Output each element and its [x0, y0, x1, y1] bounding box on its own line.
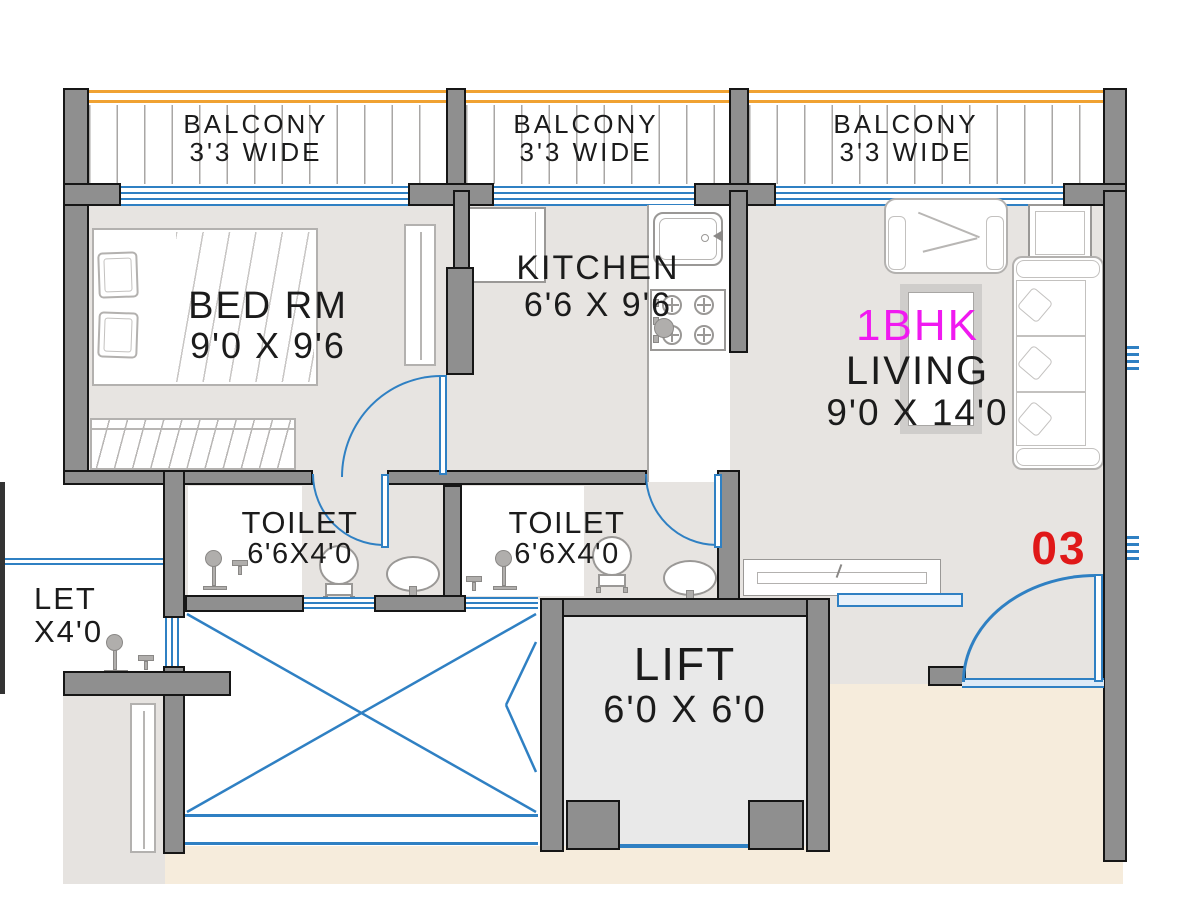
- unit-type-label: 1BHK: [856, 301, 979, 350]
- lift-door-sill: [620, 844, 748, 848]
- shower-icon: [493, 550, 529, 596]
- wall: [1103, 88, 1127, 192]
- entry-door-leaf-icon: [1094, 574, 1103, 682]
- balcony-parapet-line: [72, 90, 1120, 103]
- wall-column: [446, 267, 474, 375]
- toilet-1-door-leaf-icon: [381, 474, 389, 548]
- coffee-table-icon: [900, 284, 982, 434]
- adjacent-toilet-label-fragment: LET X4'0: [34, 581, 104, 650]
- toilet-2-wetarea: [462, 486, 584, 596]
- toilet-1-label: TOILET 6'6X4'0: [241, 505, 359, 571]
- cut-wall-edge: [0, 482, 5, 694]
- toilet-1-vent-icon: [302, 597, 374, 610]
- lift-door-jamb: [748, 800, 804, 850]
- wall-vent-hatch-icon: [1127, 536, 1139, 562]
- tap-icon: [466, 576, 486, 592]
- blanket-icon: [176, 232, 314, 382]
- wall: [185, 595, 304, 612]
- wall: [163, 470, 185, 618]
- wall: [374, 595, 466, 612]
- toilet-2-door-leaf-icon: [714, 474, 722, 548]
- dresser-icon: [404, 224, 436, 366]
- balcony-2-railing: [466, 105, 729, 184]
- wall: [729, 190, 748, 353]
- stove-icon: [650, 289, 726, 351]
- wardrobe-icon: [90, 418, 296, 470]
- lift-label: LIFT 6'0 X 6'0: [603, 638, 767, 731]
- balcony-1-railing: [89, 105, 446, 184]
- toilet-2-label: TOILET 6'6X4'0: [508, 505, 626, 571]
- wall-vent-hatch-icon: [1127, 346, 1139, 374]
- toilet-1-wetarea: [188, 486, 302, 596]
- sink-icon: [653, 212, 723, 266]
- wall: [163, 666, 185, 854]
- wall: [408, 183, 494, 206]
- wall: [928, 666, 966, 686]
- wall: [63, 183, 121, 206]
- corridor-floor-right: [828, 684, 1105, 848]
- bedroom-door-leaf-icon: [439, 375, 447, 475]
- armchair-icon: [884, 198, 1008, 274]
- duct-edge-line: [185, 842, 538, 845]
- wc-icon: [315, 545, 363, 603]
- kettle-icon: [654, 318, 674, 338]
- wall: [63, 470, 313, 485]
- sofa-icon: [1012, 256, 1104, 470]
- duct-cross-icon: [186, 612, 538, 814]
- bedroom-label: BED RM 9'0 X 9'6: [188, 285, 348, 367]
- wall: [1103, 190, 1127, 862]
- shower-icon: [203, 550, 239, 596]
- wall: [63, 671, 231, 696]
- basin-icon: [386, 556, 440, 598]
- side-table-icon: [1028, 204, 1092, 262]
- lift-wall: [540, 598, 564, 852]
- balcony-3-label: BALCONY 3'3 WIDE: [833, 109, 979, 168]
- lift-wall: [562, 598, 808, 617]
- wall: [729, 88, 749, 192]
- balcony-1-label: BALCONY 3'3 WIDE: [183, 109, 329, 168]
- wall: [63, 88, 89, 485]
- tap-icon: [232, 560, 252, 576]
- basin-icon: [663, 560, 717, 602]
- lift-door-jamb: [566, 800, 620, 850]
- balcony-2-label: BALCONY 3'3 WIDE: [513, 109, 659, 168]
- lift-wall: [806, 598, 830, 852]
- corridor-floor-bottom: [165, 846, 1123, 884]
- unit-number-label: 03: [1031, 522, 1087, 574]
- duct-edge-line: [185, 814, 538, 817]
- bedroom-window-icon: [120, 186, 408, 206]
- kitchen-label: KITCHEN 6'6 X 9'6: [516, 249, 680, 324]
- wc-icon: [588, 536, 636, 594]
- mirror-panel-icon: [130, 703, 156, 853]
- wall: [443, 485, 462, 612]
- kitchen-window-icon: [494, 186, 694, 206]
- shelf-icon: [837, 593, 963, 607]
- tap-icon: [138, 655, 158, 671]
- living-label: 1BHK LIVING 9'0 X 14'0: [775, 302, 1060, 433]
- toilet-2-vent-icon: [466, 597, 538, 610]
- adjacent-vent-icon: [0, 558, 165, 568]
- wash-counter-icon: [743, 559, 941, 596]
- duct-side-vent-icon: [165, 614, 183, 668]
- balcony-3-railing: [749, 105, 1103, 184]
